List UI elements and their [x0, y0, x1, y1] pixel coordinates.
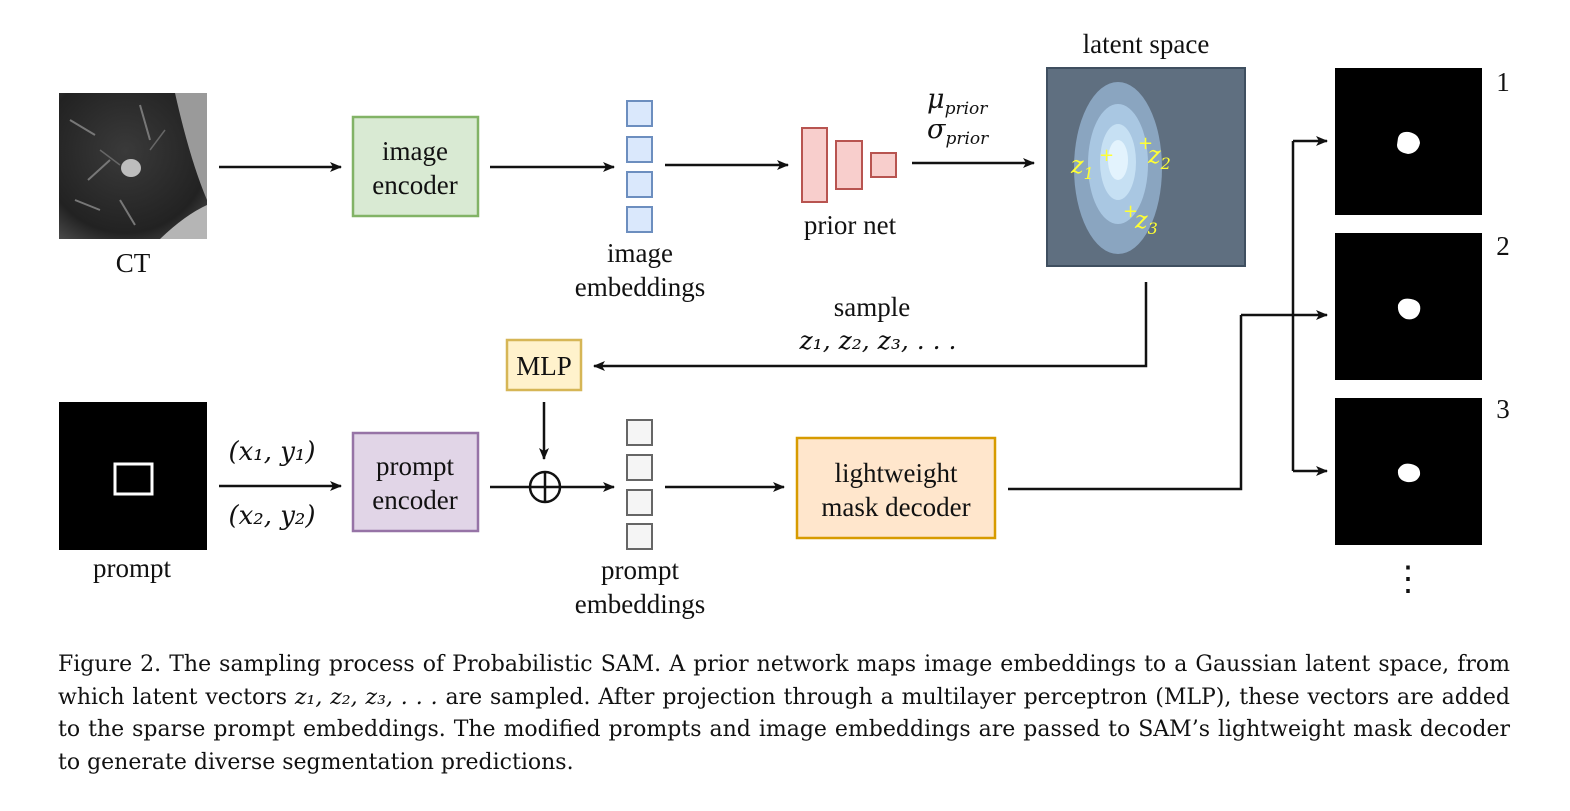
- latent-sample-z3: + z3: [1123, 201, 1158, 238]
- prompt-label: prompt: [93, 553, 171, 583]
- prompt-encoder-label-line2: encoder: [372, 485, 457, 515]
- svg-text:+: +: [1099, 145, 1114, 166]
- box-coord-top-left: (x₁, y₁): [228, 437, 315, 467]
- sample-label: sample: [834, 292, 910, 322]
- prompt-embeddings-label-line1: prompt: [601, 555, 679, 585]
- prompt-image: [59, 402, 207, 550]
- mlp-label: MLP: [516, 351, 572, 381]
- image-embeddings-label-line1: image: [607, 238, 673, 268]
- ct-label: CT: [116, 248, 151, 278]
- image-embeddings-stack: [626, 100, 653, 233]
- more-outputs-ellipsis: ⋮: [1391, 559, 1425, 599]
- prompt-embeddings-label-line2: embeddings: [575, 589, 705, 619]
- image-encoder-box: [351, 115, 480, 218]
- prior-net-label: prior net: [804, 210, 897, 240]
- image-embeddings-label-line2: embeddings: [575, 272, 705, 302]
- svg-text:z1: z1: [1070, 151, 1094, 183]
- output-index-3: 3: [1496, 394, 1510, 424]
- arrow-latent-to-mlp: [593, 282, 1148, 371]
- prompt-encoder-box: [351, 431, 480, 533]
- svg-text:z3: z3: [1134, 206, 1158, 238]
- arrow-decoder-to-output-bus: [1008, 315, 1243, 491]
- sigma-prior-label: σprior: [927, 114, 989, 149]
- image-encoder-label-line1: image: [382, 136, 448, 166]
- svg-text:+: +: [1138, 133, 1153, 154]
- output-mask-3: [1335, 398, 1482, 545]
- mask-decoder-box: [795, 436, 997, 540]
- output-index-1: 1: [1496, 67, 1510, 97]
- ct-scan-image: [59, 93, 207, 239]
- mlp-box: [505, 338, 583, 392]
- mask-decoder-label-line1: lightweight: [835, 458, 958, 488]
- prompt-encoder-label-line1: prompt: [376, 451, 454, 481]
- output-mask-1: [1335, 68, 1482, 215]
- figure-caption-text-1: The sampling process of Probabilistic SA…: [58, 652, 1510, 710]
- sample-vectors-label: z₁, z₂, z₃, . . .: [799, 326, 957, 355]
- prompt-embeddings-stack: [626, 419, 653, 550]
- svg-text:+: +: [1123, 201, 1138, 222]
- mask-decoder-label-line2: mask decoder: [821, 492, 970, 522]
- figure-caption-label: Figure 2.: [58, 652, 162, 677]
- box-coord-bottom-right: (x₂, y₂): [228, 501, 315, 531]
- sum-operator-icon: [528, 470, 562, 504]
- output-index-2: 2: [1496, 231, 1510, 261]
- svg-text:z2: z2: [1147, 141, 1171, 173]
- output-mask-2: [1335, 233, 1482, 380]
- latent-space-plot: [1046, 67, 1246, 267]
- mu-prior-label: μprior: [927, 84, 988, 119]
- latent-sample-z2: + z2: [1138, 133, 1171, 173]
- latent-sample-z1: + z1: [1070, 145, 1114, 183]
- figure-caption-text-2: are sampled. After projection through a …: [58, 684, 1510, 775]
- method-diagram: CT image encoder image embeddings prior …: [59, 29, 1510, 619]
- image-encoder-label-line2: encoder: [372, 170, 457, 200]
- latent-space-title: latent space: [1083, 29, 1210, 59]
- prior-net-blocks: [801, 127, 897, 203]
- figure-caption-math: z₁, z₂, z₃, . . .: [294, 684, 438, 710]
- output-branch-line: [1241, 141, 1295, 471]
- figure-caption: Figure 2. The sampling process of Probab…: [58, 649, 1510, 779]
